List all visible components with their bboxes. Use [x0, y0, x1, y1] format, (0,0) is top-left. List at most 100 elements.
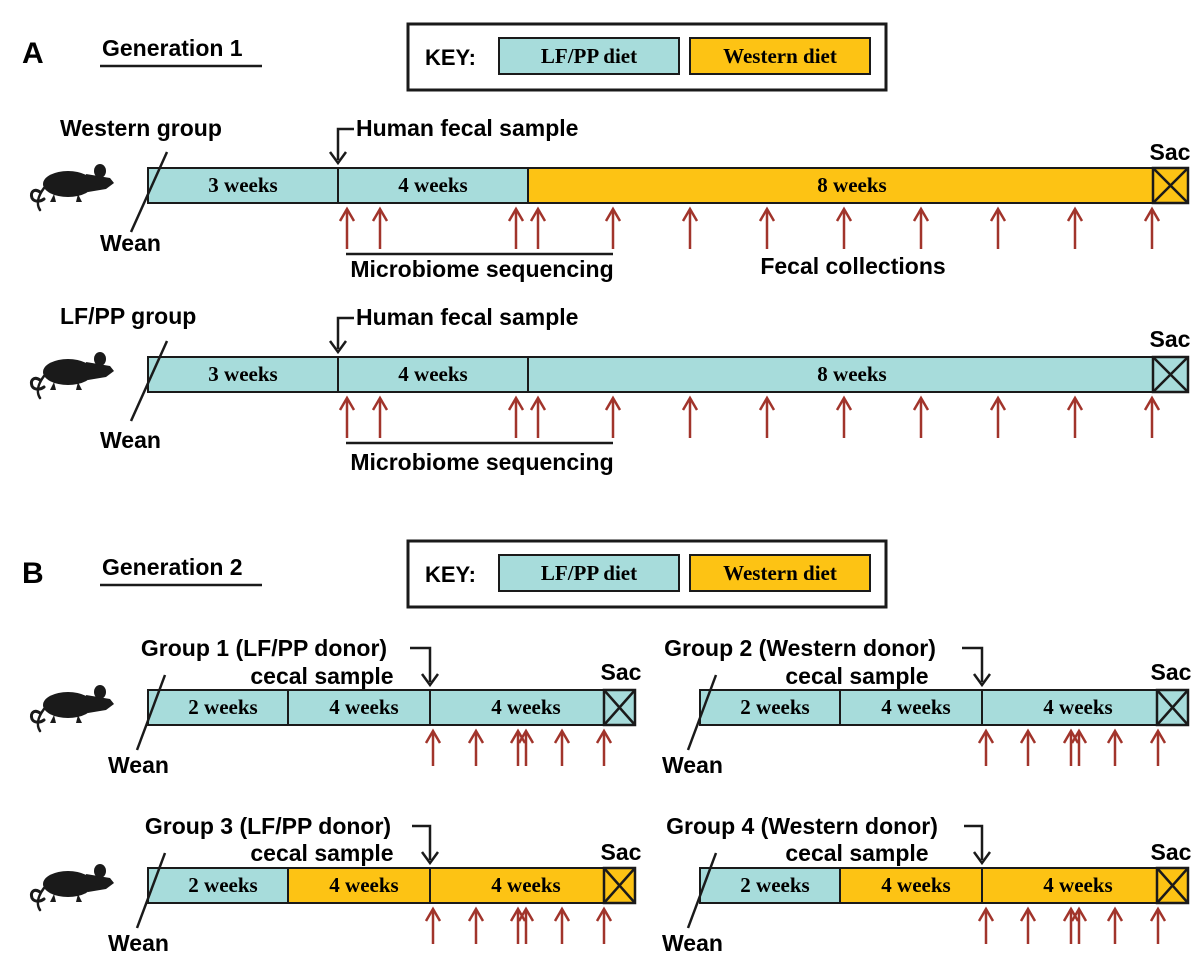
sample-label: cecal sample: [785, 840, 928, 866]
segment-bar: [981, 867, 1189, 904]
fecal-collection-arrows: [424, 728, 613, 766]
collection-arrow-icon: [835, 395, 853, 438]
key-lfpp-swatch: [498, 554, 680, 592]
sac-cross-icon: [1152, 167, 1189, 204]
segment-bar: [337, 356, 529, 393]
sample-arrow-icon: [972, 673, 992, 688]
collection-arrow-icon: [1143, 206, 1161, 249]
collection-arrow-icon: [989, 395, 1007, 438]
key-lfpp-label: LF/PP diet: [541, 561, 637, 585]
sac-cross-icon: [1152, 356, 1189, 393]
segment-bar: [699, 689, 841, 726]
collection-arrow-icon: [912, 206, 930, 249]
collection-arrow-icon: [1070, 728, 1088, 766]
collection-arrow-icon: [835, 206, 853, 249]
sac-box: [1155, 866, 1190, 905]
sample-arrow-icon: [972, 851, 992, 866]
wean-label: Wean: [100, 230, 161, 256]
fecal-collection-arrows: [338, 206, 1161, 249]
segment-label: 4 weeks: [329, 873, 398, 897]
group-name: Western group: [60, 115, 222, 141]
sac-box: [602, 688, 637, 727]
collection-arrow-icon: [1066, 206, 1084, 249]
segment-bar: [839, 867, 983, 904]
sac-box: [602, 866, 637, 905]
donor-label: Group 4 (Western donor): [666, 813, 938, 839]
lfpp-group-timeline: LF/PP group 3 weeks 4 weeks 8 weeks Sac …: [29, 303, 1191, 475]
segment-bar: [287, 689, 431, 726]
collection-arrow-icon: [1149, 728, 1167, 766]
panel-a-title: Generation 1: [102, 35, 243, 61]
wean-label: Wean: [108, 930, 169, 956]
sac-label: Sac: [601, 659, 642, 685]
segment-label: 4 weeks: [491, 695, 560, 719]
collection-arrow-icon: [604, 395, 622, 438]
collection-arrow-icon: [338, 206, 356, 249]
diet-key: KEY: LF/PP diet Western diet: [406, 22, 888, 92]
collection-arrow-icon: [424, 728, 442, 766]
fecal-collection-arrows: [424, 906, 613, 944]
wean-line: [686, 674, 718, 751]
panel-b-title: Generation 2: [102, 554, 243, 580]
collection-arrow-icon: [1066, 395, 1084, 438]
key-lfpp-swatch: [498, 37, 680, 75]
mouse-icon: [29, 683, 116, 733]
sac-box: [1155, 688, 1190, 727]
western-group-timeline: Western group 3 weeks 4 weeks 8 weeks Sa…: [29, 115, 1191, 282]
sac-label: Sac: [1150, 139, 1191, 165]
key-western-label: Western diet: [723, 44, 837, 68]
segment-label: 4 weeks: [398, 173, 467, 197]
fecal-collection-arrows: [338, 395, 1161, 438]
collection-arrow-icon: [529, 395, 547, 438]
wean-label: Wean: [662, 930, 723, 956]
sample-arrow-icon: [328, 151, 348, 166]
sac-label: Sac: [1151, 839, 1192, 865]
mouse-icon: [29, 862, 116, 912]
collection-arrow-icon: [467, 906, 485, 944]
collection-arrow-icon: [912, 395, 930, 438]
collection-arrow-icon: [1070, 906, 1088, 944]
segment-label: 2 weeks: [740, 873, 809, 897]
segment-label: 3 weeks: [208, 362, 277, 386]
fecal-collections-label: Fecal collections: [760, 253, 945, 279]
segment-bar: [839, 689, 983, 726]
collection-arrow-icon: [1143, 395, 1161, 438]
sequencing-label: Microbiome sequencing: [350, 449, 613, 475]
collection-arrow-icon: [1106, 728, 1124, 766]
collection-arrow-icon: [507, 206, 525, 249]
panel-b-letter: B: [22, 557, 44, 590]
collection-arrow-icon: [467, 728, 485, 766]
sample-label: cecal sample: [250, 663, 393, 689]
collection-arrow-icon: [371, 206, 389, 249]
segment-label: 2 weeks: [740, 695, 809, 719]
collection-arrow-icon: [338, 395, 356, 438]
sample-arrow-icon: [420, 851, 440, 866]
segment-bar: [287, 867, 431, 904]
collection-arrow-icon: [758, 395, 776, 438]
sac-box: [1151, 166, 1190, 205]
collection-arrow-icon: [977, 728, 995, 766]
fecal-collection-arrows: [977, 728, 1167, 766]
segment-label: 4 weeks: [881, 695, 950, 719]
segment-label: 3 weeks: [208, 173, 277, 197]
key-western-swatch: [689, 37, 871, 75]
collection-arrow-icon: [517, 906, 535, 944]
sample-label: cecal sample: [250, 840, 393, 866]
sample-arrow-icon: [328, 340, 348, 355]
collection-arrow-icon: [595, 906, 613, 944]
sac-label: Sac: [1150, 326, 1191, 352]
sac-box: [1151, 355, 1190, 394]
segment-label: 4 weeks: [881, 873, 950, 897]
group-4-timeline: Group 4 (Western donor) cecal sample 2 w…: [662, 813, 1192, 956]
segment-label: 8 weeks: [817, 362, 886, 386]
sequencing-label: Microbiome sequencing: [350, 256, 613, 282]
sac-label: Sac: [601, 839, 642, 865]
collection-arrow-icon: [529, 206, 547, 249]
segment-label: 4 weeks: [1043, 695, 1112, 719]
collection-arrow-icon: [604, 206, 622, 249]
segment-bar: [429, 689, 636, 726]
wean-label: Wean: [100, 427, 161, 453]
key-western-label: Western diet: [723, 561, 837, 585]
key-western-swatch: [689, 554, 871, 592]
mouse-icon: [29, 162, 116, 212]
